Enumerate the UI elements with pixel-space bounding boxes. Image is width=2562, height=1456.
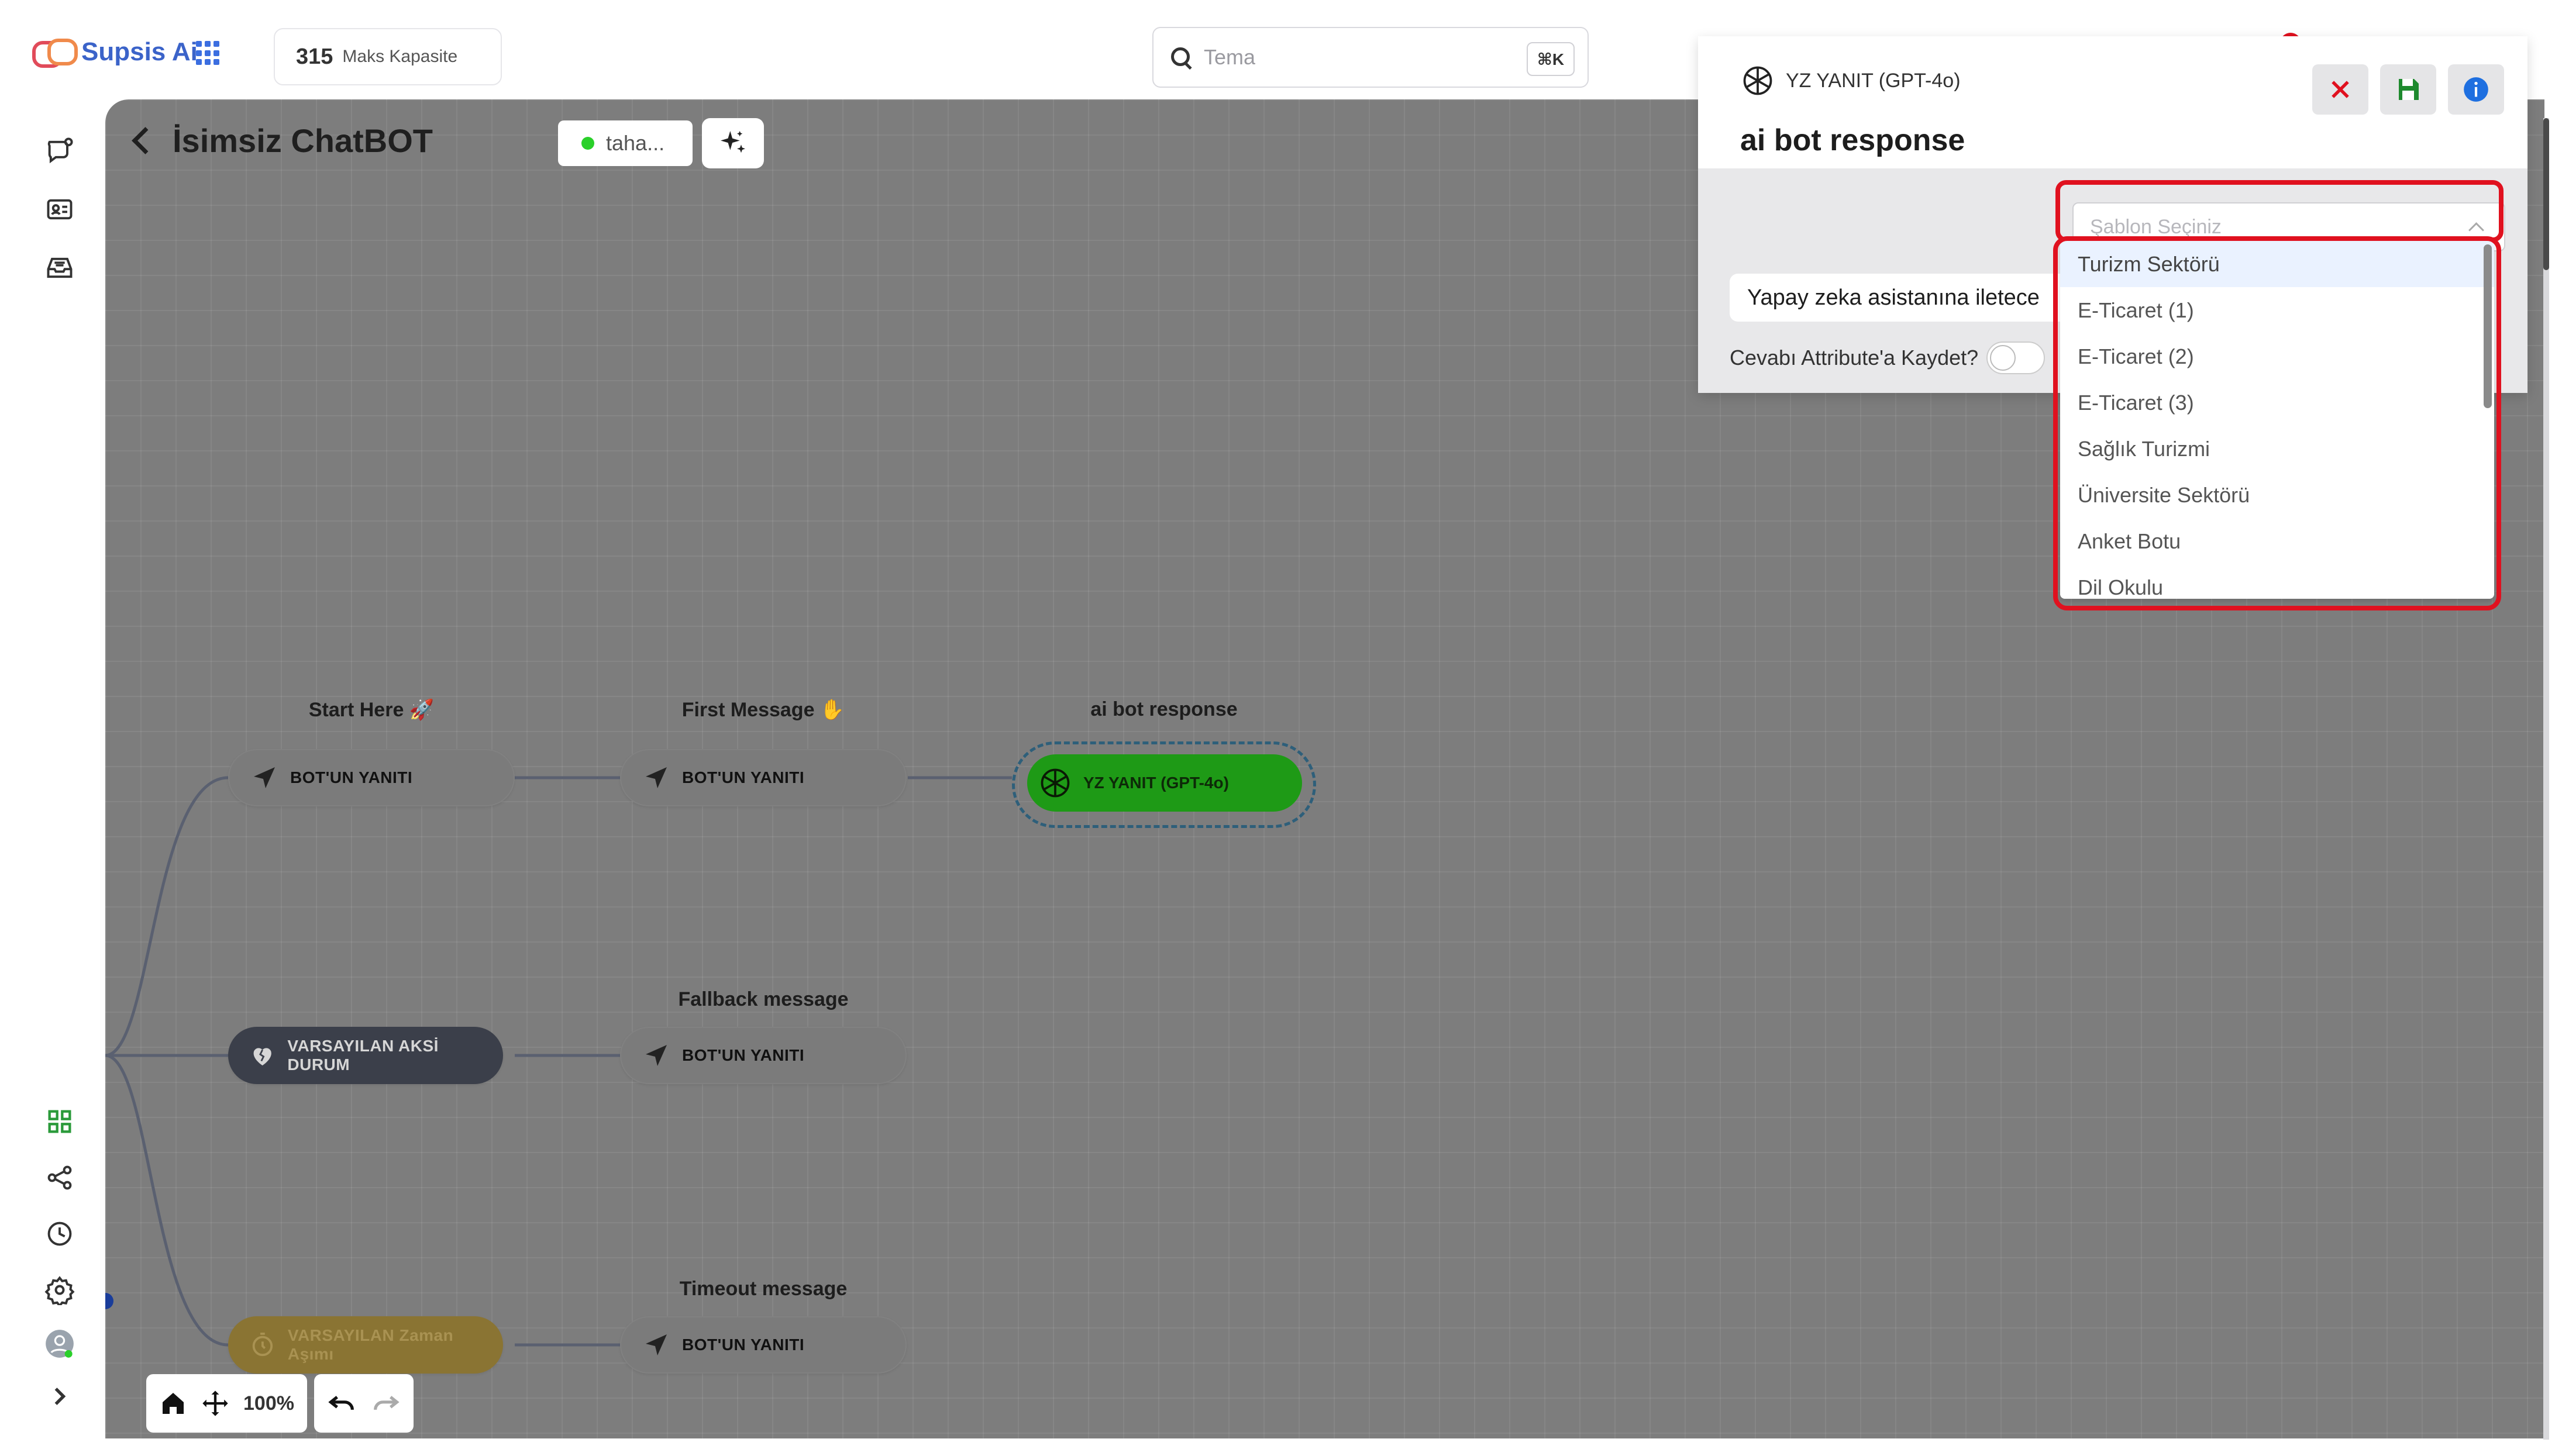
panel-scrollbar[interactable] (2543, 118, 2549, 1440)
timeout-node-title: Timeout message (679, 1278, 848, 1300)
zoom-level[interactable]: 100% (243, 1392, 294, 1414)
ai-node-label: YZ YANIT (GPT-4o) (1083, 774, 1229, 792)
bot-title-bar: İsimsiz ChatBOT (129, 122, 433, 160)
brand-logo[interactable]: Supsis Ai (32, 37, 198, 68)
fallback-default-node[interactable]: VARSAYILAN AKSİ DURUM (228, 1027, 503, 1084)
clock-history-icon[interactable] (43, 1217, 76, 1250)
undo-icon[interactable] (327, 1388, 357, 1419)
save-attribute-label: Cevabı Attribute'a Kaydet? (1730, 346, 1979, 370)
canvas-toolbar: 100% (146, 1374, 414, 1433)
view-tools: 100% (146, 1374, 307, 1433)
template-option[interactable]: Anket Botu (2078, 529, 2181, 553)
save-attribute-row: Cevabı Attribute'a Kaydet? (1730, 341, 2046, 374)
sparkle-icon (721, 131, 745, 153)
template-dropdown-list: Turizm Sektörü E-Ticaret (1) E-Ticaret (… (2060, 241, 2494, 599)
close-icon (2332, 81, 2349, 98)
first-node-label: BOT'UN YANITI (682, 768, 805, 786)
timeout-default-node[interactable]: VARSAYILAN Zaman Aşımı (228, 1316, 503, 1374)
template-option[interactable]: Üniversite Sektörü (2078, 482, 2250, 507)
prompt-input[interactable]: Yapay zeka asistanına iletece (1730, 274, 2081, 322)
panel-node-type-label: YZ YANIT (GPT-4o) (1786, 69, 1961, 92)
save-floppy-icon (2399, 79, 2419, 100)
panel-title[interactable]: ai bot response (1740, 123, 1965, 157)
ai-sparkle-button[interactable] (702, 118, 764, 168)
template-option[interactable]: E-Ticaret (1) (2078, 298, 2194, 322)
brand-name: Supsis Ai (81, 37, 198, 66)
inbox-icon[interactable] (43, 251, 76, 284)
send-arrow-icon (646, 1045, 667, 1066)
logo-mark-icon (32, 37, 78, 68)
close-button[interactable] (2312, 64, 2368, 115)
ai-node-selection-outline (1012, 741, 1316, 828)
search-placeholder: Tema (1204, 45, 1256, 69)
fallback-default-label: VARSAYILAN AKSİ DURUM (287, 1037, 439, 1074)
search-input[interactable]: Tema ⌘K (1152, 27, 1589, 88)
fallback-message-node[interactable]: BOT'UN YANITI (620, 1027, 907, 1084)
start-node-title: Start Here 🚀 (308, 699, 435, 721)
timeout-node-label: BOT'UN YANITI (682, 1336, 805, 1354)
send-arrow-icon (646, 767, 667, 788)
chat-bubble-icon[interactable] (43, 134, 76, 167)
ai-node-title: ai bot response (1090, 698, 1238, 720)
contact-card-icon[interactable] (43, 193, 76, 226)
settings-gear-icon[interactable] (43, 1274, 76, 1306)
ai-response-node[interactable]: YZ YANIT (GPT-4o) (1027, 754, 1302, 812)
save-button[interactable] (2380, 64, 2436, 115)
timeout-default-label: VARSAYILAN Zaman Aşımı (287, 1326, 454, 1363)
left-sidebar (18, 99, 105, 1438)
broken-heart-icon (253, 1048, 271, 1066)
panel-header: YZ YANIT (GPT-4o) ai bot response (1698, 36, 2527, 168)
fallback-node-title: Fallback message (678, 988, 849, 1010)
dropdown-scrollbar[interactable] (2484, 244, 2492, 408)
template-dropdown-highlight (2053, 236, 2501, 610)
back-chevron-icon[interactable] (132, 127, 159, 154)
prompt-input-text: Yapay zeka asistanına iletece (1747, 285, 2040, 310)
send-arrow-icon (646, 1334, 667, 1355)
redo-icon[interactable] (370, 1388, 401, 1419)
expand-chevron-icon[interactable] (43, 1380, 76, 1413)
timer-icon (252, 1332, 273, 1357)
user-avatar-icon[interactable] (43, 1327, 76, 1360)
template-option[interactable]: E-Ticaret (3) (2078, 390, 2194, 415)
start-node-label: BOT'UN YANITI (290, 768, 413, 786)
capacity-label: Maks Kapasite (342, 47, 458, 66)
template-option[interactable]: Sağlık Turizmi (2078, 436, 2210, 461)
first-message-node[interactable]: BOT'UN YANITI (620, 749, 907, 806)
capacity-badge: 315 Maks Kapasite (274, 28, 502, 85)
info-button[interactable] (2448, 64, 2504, 115)
dashboard-grid-icon[interactable] (43, 1105, 76, 1138)
template-option[interactable]: Dil Okulu (2078, 575, 2164, 599)
search-icon (1171, 47, 1191, 67)
bot-title[interactable]: İsimsiz ChatBOT (173, 122, 433, 159)
active-user-pill[interactable]: taha... (558, 120, 693, 166)
search-shortcut-badge: ⌘K (1527, 42, 1575, 76)
capacity-number: 315 (296, 44, 333, 69)
fallback-node-label: BOT'UN YANITI (682, 1046, 805, 1064)
flow-connectors (105, 776, 1012, 1347)
template-option[interactable]: Turizm Sektörü (2060, 241, 2494, 287)
online-status-dot (581, 137, 594, 150)
openai-logo-icon (1743, 66, 1772, 95)
active-user-name: taha... (606, 131, 665, 155)
timeout-message-node[interactable]: BOT'UN YANITI (620, 1316, 907, 1374)
share-nodes-icon[interactable] (43, 1161, 76, 1194)
first-node-title: First Message ✋ (681, 699, 845, 721)
template-select-highlight (2055, 180, 2504, 242)
history-tools (314, 1374, 414, 1433)
start-node[interactable]: BOT'UN YANITI (228, 749, 515, 806)
panel-node-type: YZ YANIT (GPT-4o) (1740, 63, 1961, 98)
send-arrow-icon (254, 767, 275, 788)
info-icon (2464, 77, 2488, 102)
apps-grid-icon[interactable] (196, 41, 221, 65)
openai-logo-icon (1041, 768, 1070, 798)
home-icon[interactable] (159, 1389, 187, 1417)
template-select-placeholder: Şablon Seçiniz (2090, 215, 2222, 238)
template-option[interactable]: E-Ticaret (2) (2078, 344, 2194, 368)
save-attribute-toggle[interactable] (1986, 341, 2046, 374)
move-arrows-icon[interactable] (200, 1388, 230, 1419)
